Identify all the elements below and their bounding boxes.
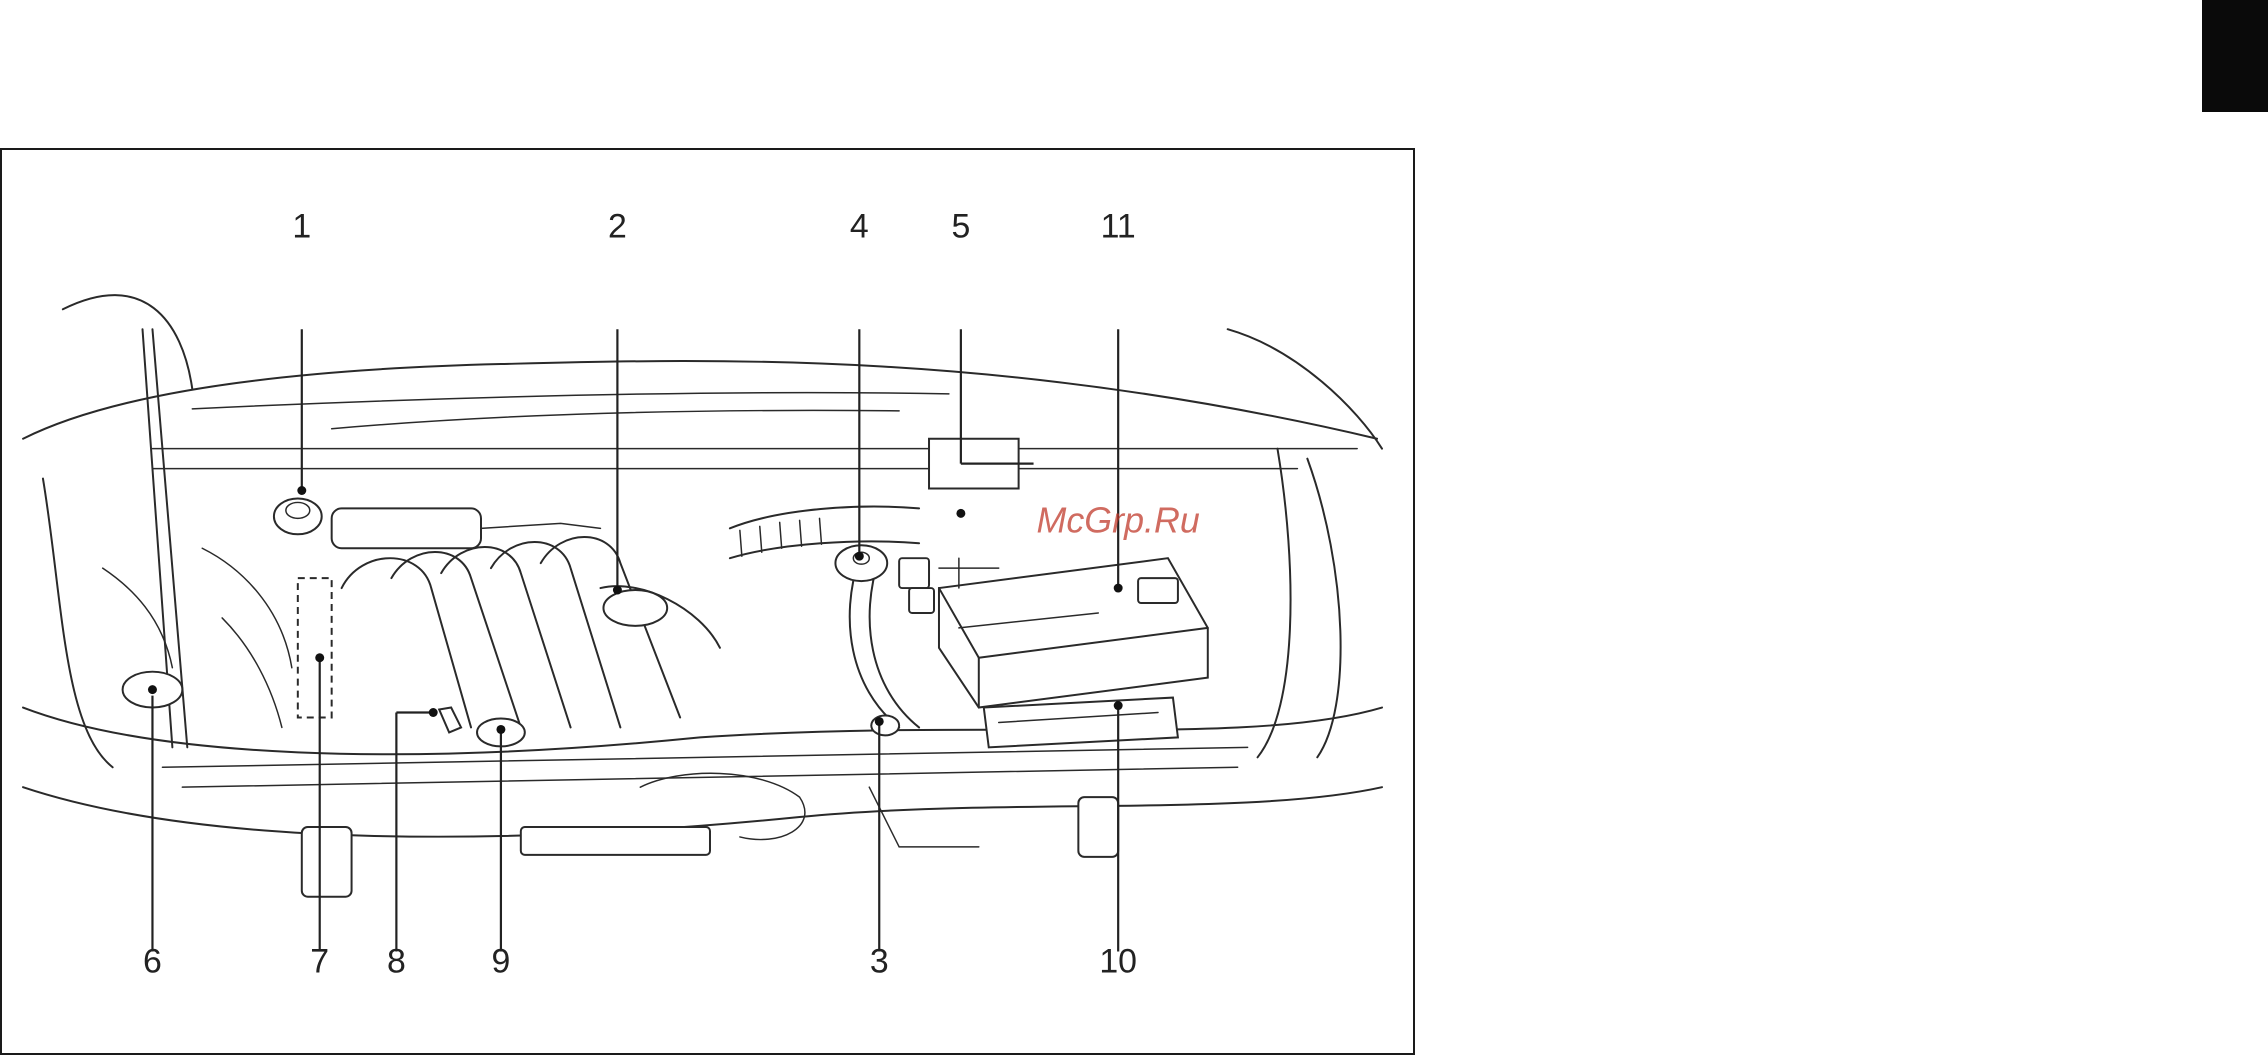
callout-9: 9	[492, 942, 511, 980]
callout-8: 8	[387, 942, 406, 980]
callout-10: 10	[1099, 942, 1137, 980]
callout-7: 7	[310, 942, 329, 980]
callout-5: 5	[951, 208, 970, 246]
engine-bay-drawing	[23, 295, 1382, 897]
callout-3: 3	[870, 942, 889, 980]
callout-2: 2	[608, 208, 627, 246]
engine-compartment-figure: 1 2 4 5 11 6 7 8 9 3 10 McGrp.Ru	[0, 148, 1415, 1055]
callout-11: 11	[1101, 208, 1136, 246]
watermark: McGrp.Ru	[1037, 500, 1200, 540]
engine-illustration: 1 2 4 5 11 6 7 8 9 3 10 McGrp.Ru	[2, 150, 1413, 1053]
callout-1: 1	[292, 208, 311, 246]
page-edge-tab	[2202, 0, 2268, 112]
callout-4: 4	[850, 208, 869, 246]
callout-6: 6	[143, 942, 162, 980]
